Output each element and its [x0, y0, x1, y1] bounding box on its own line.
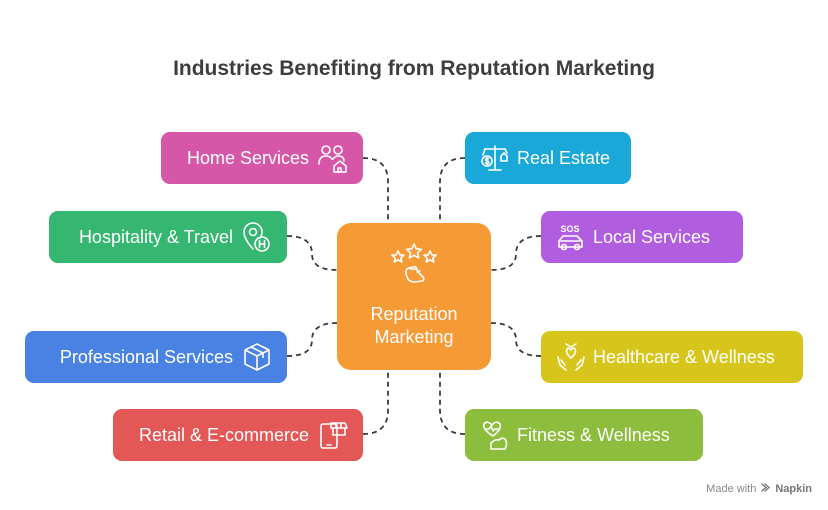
node-label: Home Services	[186, 147, 309, 168]
node-label: Hospitality & Travel	[78, 226, 233, 247]
svg-text:SOS: SOS	[560, 224, 579, 234]
box-icon	[241, 341, 273, 373]
connector-local-services	[490, 235, 542, 271]
scale-money-icon	[479, 142, 511, 174]
heart-arm-icon	[479, 419, 511, 451]
sos-car-icon: SOS	[555, 221, 587, 253]
connector-fitness-wellness	[439, 370, 466, 435]
node-label: Professional Services	[59, 346, 233, 367]
center-label-line2: Marketing	[374, 327, 454, 347]
node-local-services: SOS Local Services	[541, 211, 743, 263]
diagram-title: Industries Benefiting from Reputation Ma…	[173, 57, 655, 80]
node-label: Healthcare & Wellness	[593, 346, 775, 367]
connector-healthcare-wellness	[490, 322, 542, 357]
center-node: Reputation Marketing	[337, 223, 491, 370]
node-label: Local Services	[593, 226, 711, 247]
node-retail-ecommerce: Retail & E-commerce	[113, 409, 363, 461]
connector-home-services	[362, 157, 389, 222]
connector-hospitality-travel	[286, 235, 338, 271]
node-home-services: Home Services	[161, 132, 363, 184]
credit: Made with Napkin	[706, 482, 812, 496]
node-professional-services: Professional Services	[25, 331, 287, 383]
stars-hand-icon	[389, 241, 439, 291]
node-fitness-wellness: Fitness & Wellness	[465, 409, 703, 461]
napkin-logo-icon	[760, 482, 771, 496]
connector-retail-ecommerce	[362, 370, 389, 435]
hands-heart-icon	[555, 341, 587, 373]
node-label: Fitness & Wellness	[517, 424, 670, 445]
node-hospitality-travel: Hospitality & Travel	[49, 211, 287, 263]
credit-brand: Napkin	[775, 483, 812, 495]
phone-shop-icon	[317, 419, 349, 451]
node-label: Real Estate	[517, 147, 611, 168]
node-healthcare-wellness: Healthcare & Wellness	[541, 331, 803, 383]
hotel-pin-icon	[241, 221, 273, 253]
node-label: Retail & E-commerce	[138, 424, 309, 445]
connector-professional-services	[286, 322, 338, 357]
node-real-estate: Real Estate	[465, 132, 631, 184]
people-home-icon	[317, 142, 349, 174]
center-label-line1: Reputation	[370, 304, 458, 324]
credit-prefix: Made with	[706, 483, 757, 495]
connector-real-estate	[439, 157, 466, 222]
